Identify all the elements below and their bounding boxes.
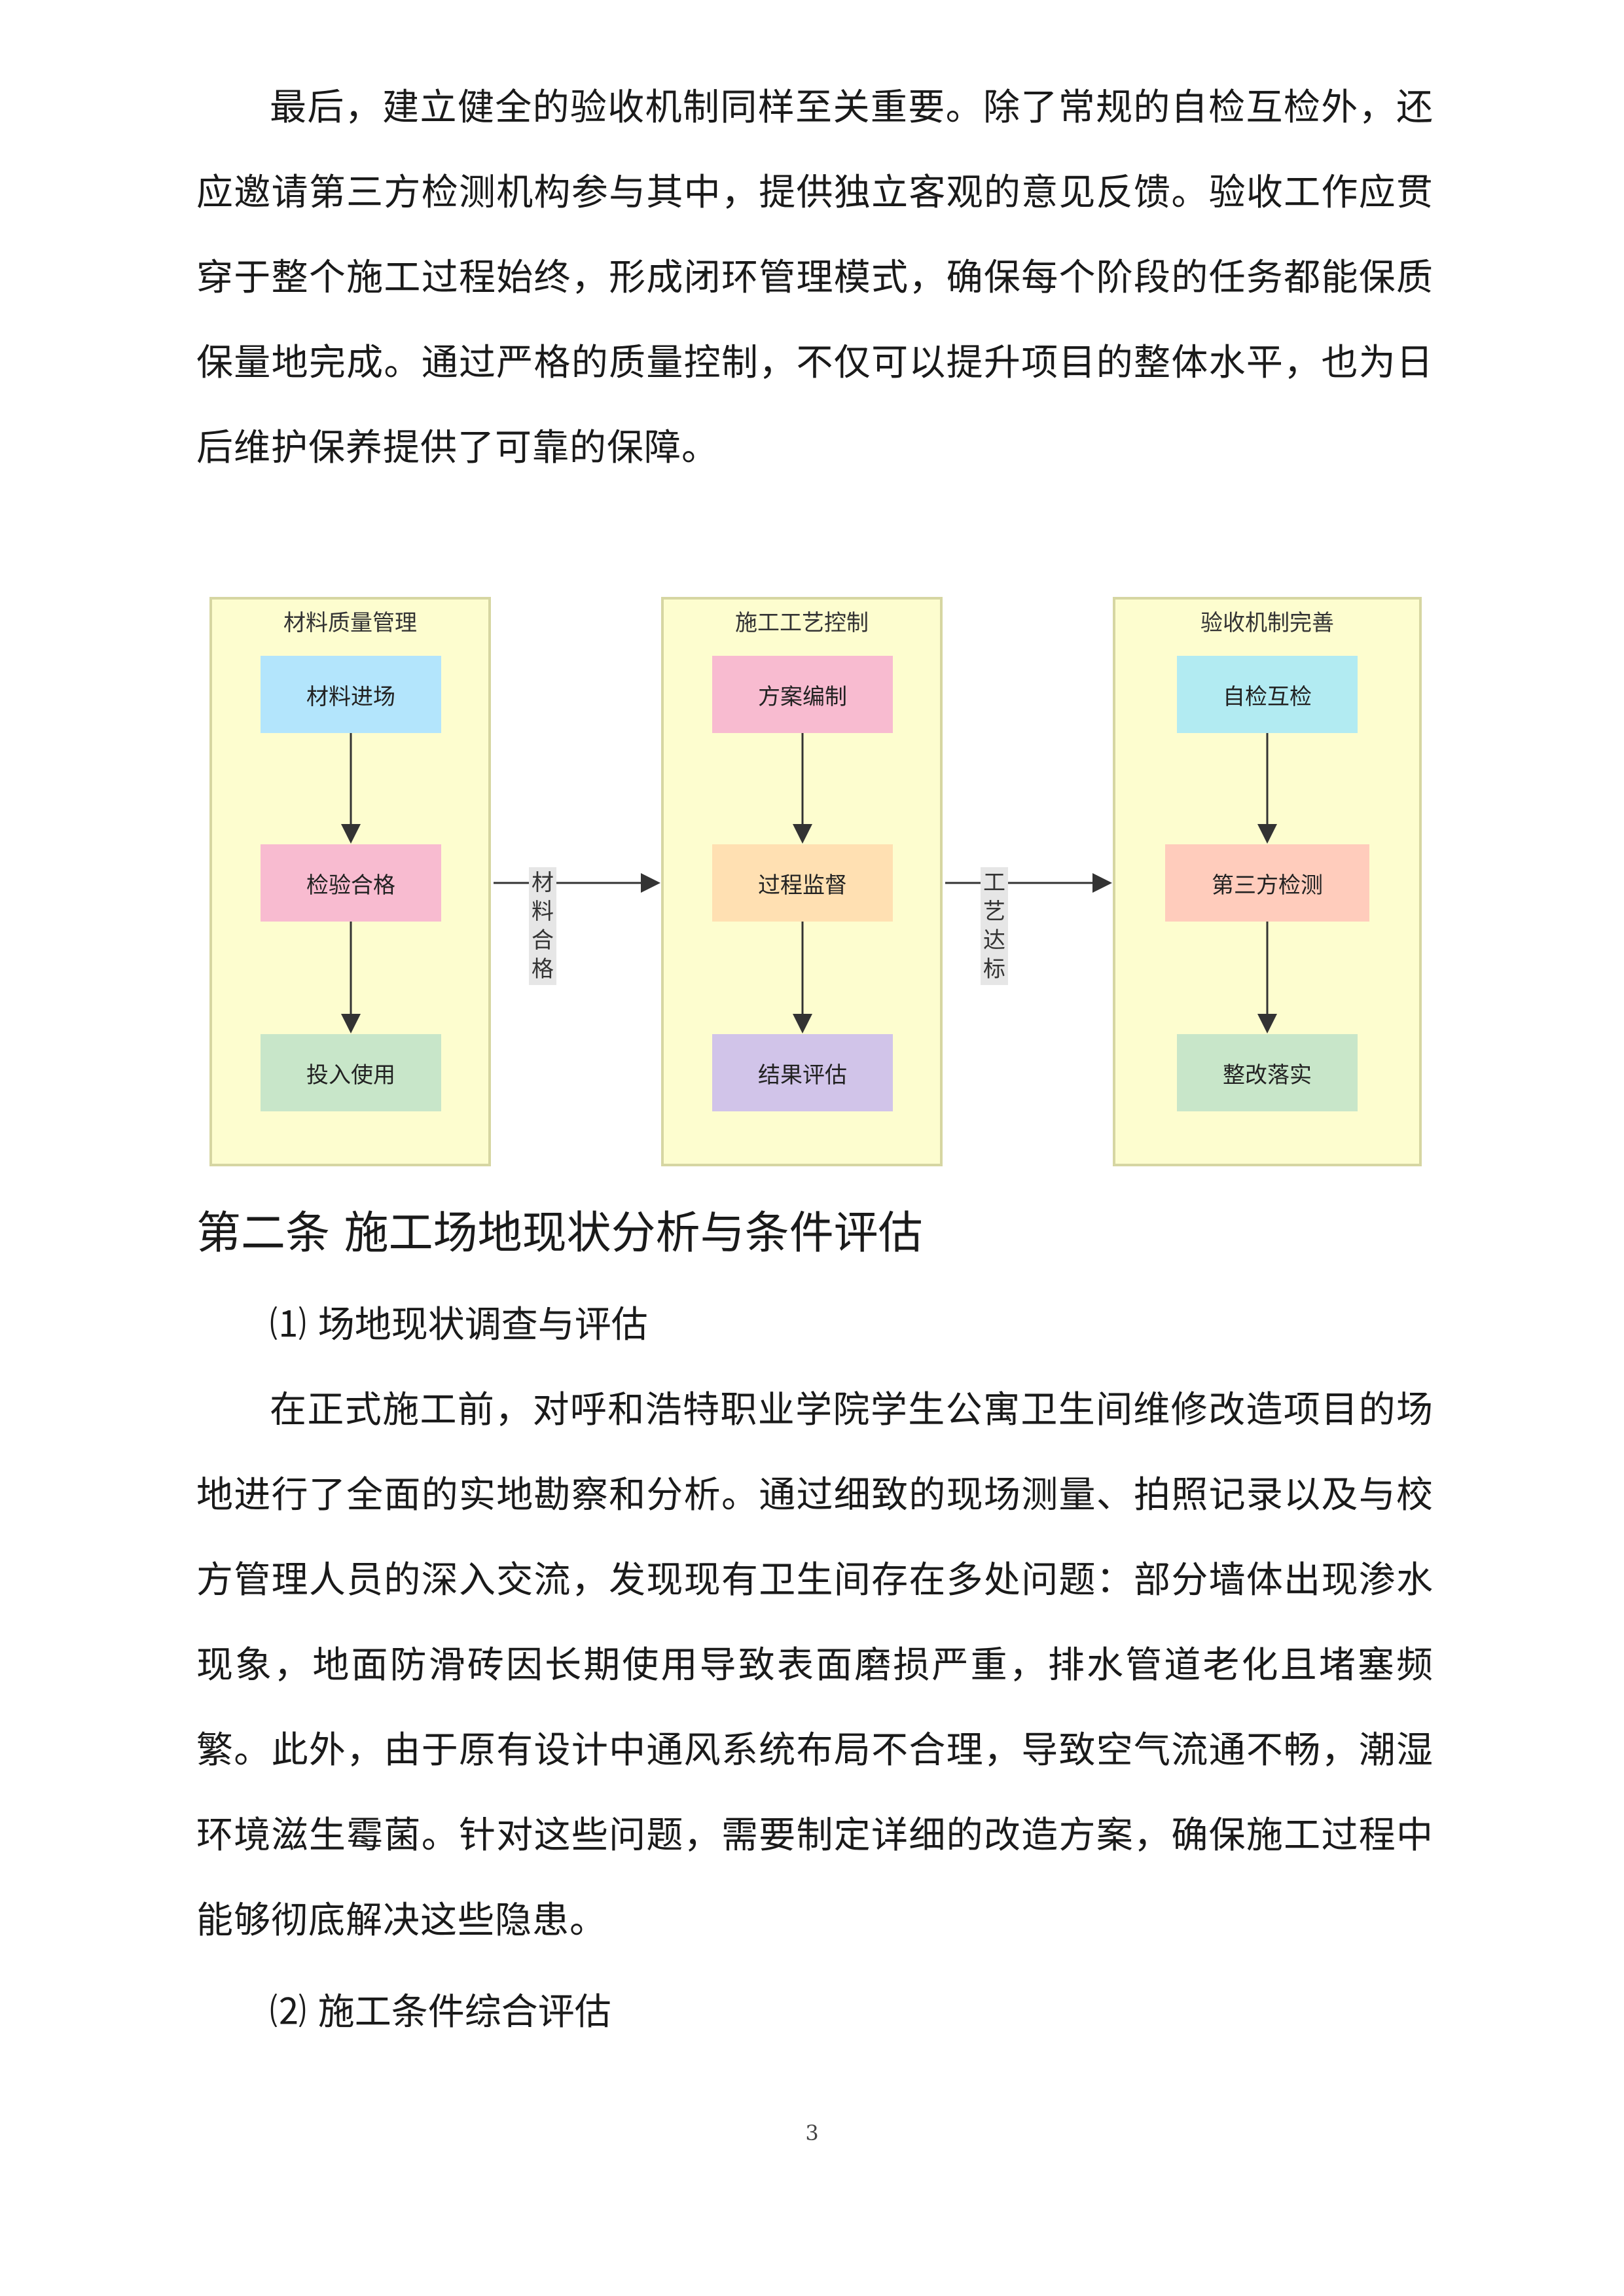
edge-label-process-qualified: 工艺达标: [981, 867, 1008, 985]
column-title: 材料质量管理: [283, 610, 417, 636]
column-title: 施工工艺控制: [735, 610, 869, 636]
node-process-supervision: 过程监督: [712, 844, 893, 922]
section-heading: 第二条 施工场地现状分析与条件评估: [196, 1208, 923, 1259]
node-result-evaluation: 结果评估: [712, 1034, 893, 1111]
edge-label-material-qualified: 材料合格: [529, 867, 556, 985]
page-number: 3: [805, 2121, 819, 2145]
node-rectification: 整改落实: [1177, 1034, 1358, 1111]
paragraph-acceptance: 最后，建立健全的验收机制同样至关重要。除了常规的自检互检外，还应邀请第三方检测机…: [196, 86, 1434, 469]
subheading-conditions-evaluation: ⑵ 施工条件综合评估: [270, 1991, 611, 2034]
node-material-entry: 材料进场: [261, 656, 441, 733]
node-plan-drafting: 方案编制: [712, 656, 893, 733]
node-put-into-use: 投入使用: [261, 1034, 441, 1111]
paragraph-site-survey: 在正式施工前，对呼和浩特职业学院学生公寓卫生间维修改造项目的场地进行了全面的实地…: [196, 1389, 1434, 1942]
node-inspection-pass: 检验合格: [261, 844, 441, 922]
node-self-mutual-check: 自检互检: [1177, 656, 1358, 733]
subheading-site-survey: ⑴ 场地现状调查与评估: [270, 1304, 648, 1346]
node-third-party-testing: 第三方检测: [1165, 844, 1369, 922]
column-title: 验收机制完善: [1200, 610, 1334, 636]
